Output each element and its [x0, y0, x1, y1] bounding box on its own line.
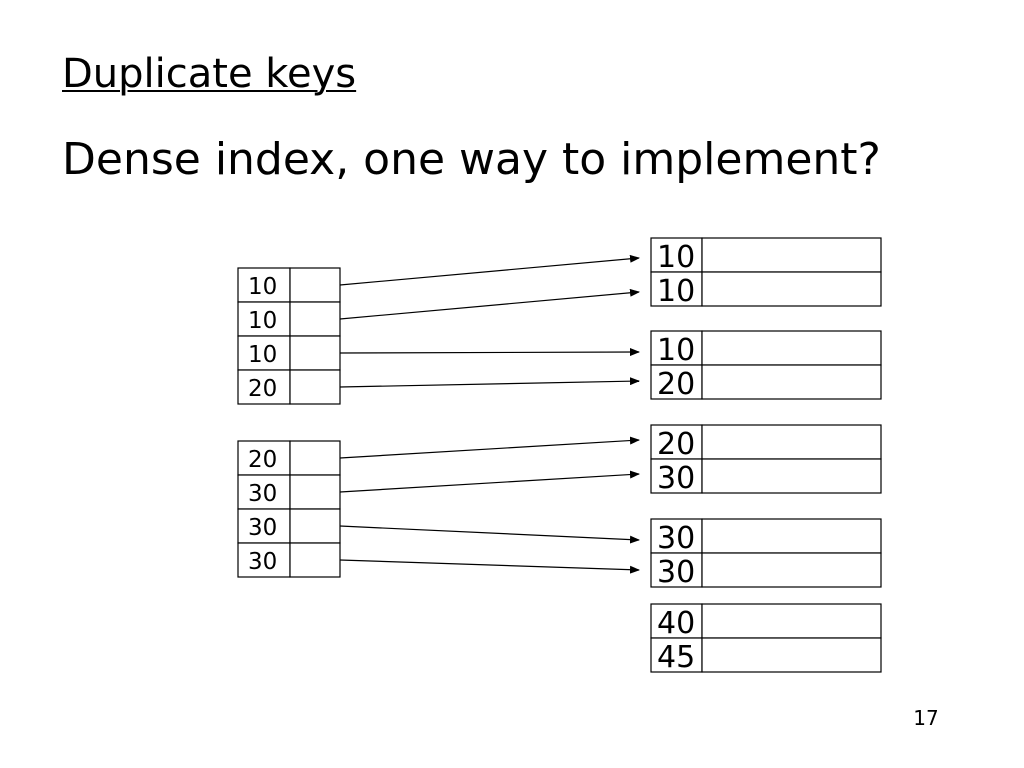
index-key: 10: [248, 308, 277, 334]
data-key: 30: [657, 521, 695, 556]
index-key-cell: [237, 474, 291, 510]
index-pointer-cell: [289, 542, 341, 578]
pointer-arrow: [339, 470, 640, 493]
index-block: 20 30 30 30: [237, 440, 341, 578]
pointer-arrow: [339, 254, 640, 286]
index-key: 30: [248, 515, 277, 541]
data-record-cell: [701, 364, 882, 400]
data-key: 30: [657, 555, 695, 590]
pointer-arrow: [339, 559, 640, 574]
data-record-cell: [701, 603, 882, 639]
data-key: 40: [657, 606, 695, 641]
data-record-cell: [701, 518, 882, 554]
index-key-cell: [237, 440, 291, 476]
slide-title: Duplicate keys: [62, 51, 357, 97]
data-record-cell: [701, 330, 882, 366]
pointer-arrow: [339, 436, 640, 459]
index-key: 10: [248, 274, 277, 300]
index-blocks: 10 10 10 20 20 30 30 30: [237, 267, 341, 578]
data-key: 20: [657, 427, 695, 462]
data-record-cell: [701, 237, 882, 273]
index-pointer-cell: [289, 369, 341, 405]
data-record-cell: [701, 552, 882, 588]
pointer-arrow: [339, 348, 640, 357]
index-key: 20: [248, 447, 277, 473]
pointer-arrow: [339, 288, 640, 320]
data-record-cell: [701, 271, 882, 307]
data-key-cell: [650, 603, 703, 639]
pointer-arrow: [339, 525, 640, 544]
index-block: 10 10 10 20: [237, 267, 341, 405]
index-key: 20: [248, 376, 277, 402]
index-key: 10: [248, 342, 277, 368]
data-key: 20: [657, 367, 695, 402]
data-record-cell: [701, 424, 882, 460]
data-record-cell: [701, 458, 882, 494]
data-key: 45: [657, 640, 695, 675]
index-key-cell: [237, 369, 291, 405]
data-key-cell: [650, 424, 703, 460]
data-key: 10: [657, 333, 695, 368]
data-key-cell: [650, 364, 703, 400]
index-key: 30: [248, 481, 277, 507]
data-key: 10: [657, 274, 695, 309]
pointer-arrow: [339, 377, 640, 388]
index-key-cell: [237, 508, 291, 544]
data-record-cell: [701, 637, 882, 673]
index-pointer-cell: [289, 301, 341, 337]
page-number: 17: [913, 706, 939, 730]
index-pointer-cell: [289, 474, 341, 510]
index-pointer-cell: [289, 508, 341, 544]
data-key: 30: [657, 461, 695, 496]
pointer-arrows: [339, 254, 640, 574]
data-key-cell: [650, 271, 703, 307]
data-key: 10: [657, 240, 695, 275]
data-key-cell: [650, 637, 703, 673]
index-pointer-cell: [289, 267, 341, 303]
data-key-cell: [650, 458, 703, 494]
slide-subtitle: Dense index, one way to implement?: [62, 134, 881, 185]
index-key-cell: [237, 542, 291, 578]
index-pointer-cell: [289, 440, 341, 476]
index-key: 30: [248, 549, 277, 575]
index-pointer-cell: [289, 335, 341, 371]
